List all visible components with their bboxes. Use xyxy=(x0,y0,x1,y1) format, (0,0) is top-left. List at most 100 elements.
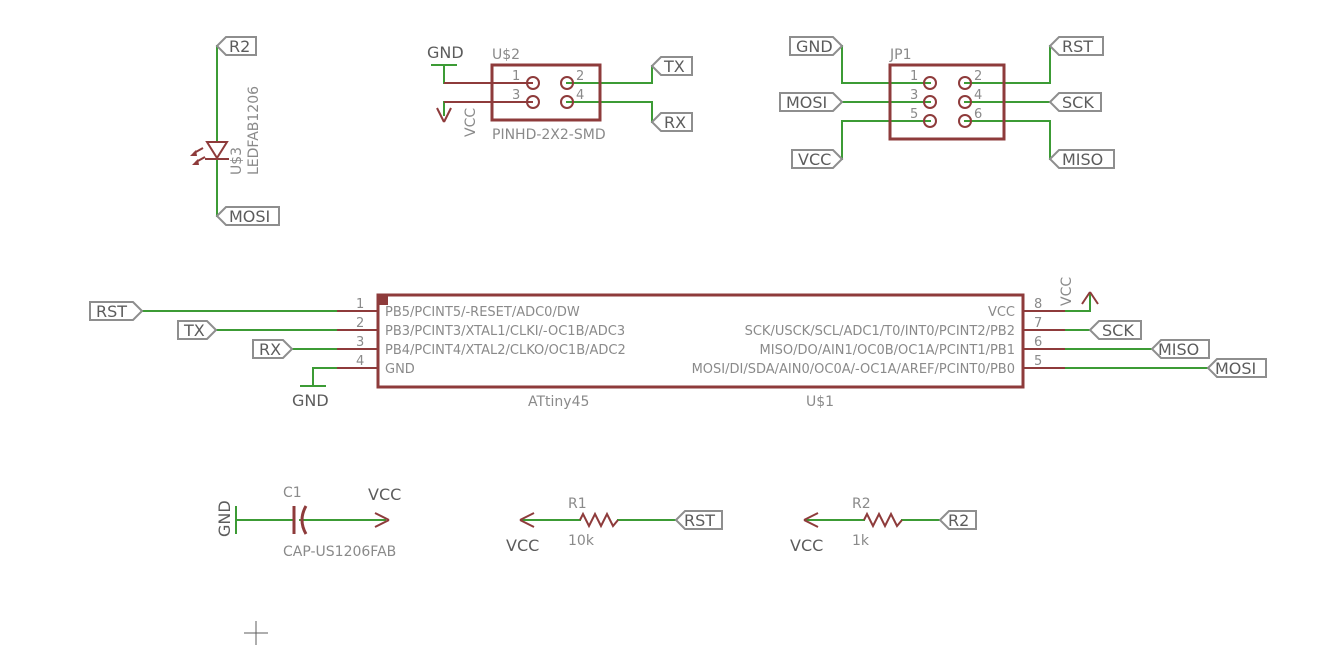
vcc-symbol-r1: VCC xyxy=(506,512,539,555)
led-arrow-2 xyxy=(192,159,199,165)
mcu-u1[interactable]: 1 2 3 4 PB5/PCINT5/-RESET/ADC0/DW PB3/PC… xyxy=(141,293,1209,410)
net-label-mosi-mcu-text: MOSI xyxy=(1215,359,1256,378)
net-label-sck-jp[interactable]: SCK xyxy=(1048,92,1102,112)
u2-pin-1: 1 xyxy=(512,69,520,84)
net-label-rx-u2[interactable]: RX xyxy=(650,112,693,132)
net-label-tx-u2[interactable]: TX xyxy=(650,56,693,76)
mcu-pin-num-3: 3 xyxy=(356,335,364,350)
net-label-miso-jp-text: MISO xyxy=(1062,150,1103,169)
mcu-name: U$1 xyxy=(806,394,834,410)
gnd-symbol-mcu: GND xyxy=(292,391,329,410)
net-label-miso-mcu-text: MISO xyxy=(1158,340,1199,359)
c1-value: CAP-US1206FAB xyxy=(283,544,396,560)
jp1-pin-5: 5 xyxy=(910,107,918,122)
mcu-pin-num-4: 4 xyxy=(356,354,364,369)
mcu-pin-num-6: 6 xyxy=(1034,335,1042,350)
net-label-rst-r1[interactable]: RST xyxy=(674,510,723,530)
u2-body xyxy=(490,63,602,122)
resistor-r1[interactable]: R1 10k xyxy=(520,496,677,549)
led-triangle xyxy=(205,141,229,160)
mcu-pin-name-8: VCC xyxy=(988,305,1015,320)
mcu-pin1-marker xyxy=(378,295,388,305)
net-label-rx-u2-text: RX xyxy=(664,113,686,132)
vcc-label-u2: VCC xyxy=(463,108,479,137)
net-label-tx-mcu[interactable]: TX xyxy=(177,320,218,340)
net-label-rst-mcu[interactable]: RST xyxy=(89,301,144,321)
vcc-label-mcu: VCC xyxy=(1059,277,1075,306)
gnd-label-u2: GND xyxy=(427,43,464,62)
mcu-pin-num-5: 5 xyxy=(1034,354,1042,369)
vcc-symbol-mcu: VCC xyxy=(1059,277,1099,306)
net-label-mosi-jp-text: MOSI xyxy=(786,93,827,112)
net-label-r2-r2[interactable]: R2 xyxy=(938,510,977,530)
net-label-sck-mcu[interactable]: SCK xyxy=(1088,320,1142,340)
net-label-mosi-mcu[interactable]: MOSI xyxy=(1206,358,1267,378)
jp1-pin-6: 6 xyxy=(974,107,982,122)
net-label-sck-jp-text: SCK xyxy=(1062,93,1094,112)
net-label-r2-top[interactable]: R2 xyxy=(215,36,257,56)
net-label-mosi-led-text: MOSI xyxy=(229,207,270,226)
net-label-gnd-jp[interactable]: GND xyxy=(789,36,844,56)
led-value: LEDFAB1206 xyxy=(246,86,262,175)
net-label-rx-mcu-text: RX xyxy=(259,340,281,359)
net-label-sck-mcu-text: SCK xyxy=(1102,321,1134,340)
u2-pin-2: 2 xyxy=(576,69,584,84)
vcc-label-c1: VCC xyxy=(368,485,401,504)
net-label-mosi-jp[interactable]: MOSI xyxy=(779,92,844,112)
net-label-rst-mcu-text: RST xyxy=(96,302,127,321)
header-jp1[interactable]: 1 2 3 4 5 6 JP1 xyxy=(841,45,1051,160)
mcu-pin-name-4: GND xyxy=(385,362,415,377)
mcu-pin-name-2: PB3/PCINT3/XTAL1/CLKI/-OC1B/ADC3 xyxy=(385,324,625,339)
vcc-symbol-c1: VCC xyxy=(368,485,401,528)
net-label-vcc-jp[interactable]: VCC xyxy=(791,149,844,169)
net-label-tx-u2-text: TX xyxy=(663,57,685,76)
led-u3[interactable]: U$3 LEDFAB1206 xyxy=(190,45,262,217)
led-name: U$3 xyxy=(229,147,245,175)
net-label-vcc-jp-text: VCC xyxy=(798,150,831,169)
mcu-pin-name-6: MISO/DO/AIN1/OC0B/OC1A/PCINT1/PB1 xyxy=(760,343,1015,358)
net-label-rx-mcu[interactable]: RX xyxy=(252,339,294,359)
vcc-label-r2: VCC xyxy=(790,536,823,555)
r1-value: 10k xyxy=(568,533,595,549)
header-u2[interactable]: 1 2 3 4 U$2 PINHD-2X2-SMD xyxy=(443,47,653,143)
net-label-gnd-jp-text: GND xyxy=(796,37,833,56)
net-label-miso-jp[interactable]: MISO xyxy=(1048,149,1115,169)
net-label-rst-jp-text: RST xyxy=(1062,37,1093,56)
net-label-rst-r1-text: RST xyxy=(684,511,715,530)
net-label-rst-jp[interactable]: RST xyxy=(1048,36,1104,56)
vcc-label-r1: VCC xyxy=(506,536,539,555)
gnd-symbol-u2: GND xyxy=(427,43,464,66)
led-arrow-1 xyxy=(190,150,197,156)
r2-value: 1k xyxy=(852,533,870,549)
net-label-mosi-led[interactable]: MOSI xyxy=(215,206,280,226)
jp1-pin-1: 1 xyxy=(910,69,918,84)
u2-pin-4: 4 xyxy=(576,88,584,103)
u2-value: PINHD-2X2-SMD xyxy=(492,127,606,143)
net-label-tx-mcu-text: TX xyxy=(183,321,205,340)
mcu-body xyxy=(376,293,1025,389)
jp1-pin-3: 3 xyxy=(910,88,918,103)
r2-name: R2 xyxy=(852,496,871,512)
u2-name: U$2 xyxy=(492,47,520,63)
mcu-pin-num-1: 1 xyxy=(356,297,364,312)
net-label-r2-top-text: R2 xyxy=(229,37,250,56)
jp1-pin-2: 2 xyxy=(974,69,982,84)
capacitor-c1[interactable]: C1 CAP-US1206FAB xyxy=(235,485,396,560)
gnd-symbol-c1: GND xyxy=(215,500,237,537)
net-label-miso-mcu[interactable]: MISO xyxy=(1150,339,1210,359)
u2-pin-3: 3 xyxy=(512,88,520,103)
resistor-r2[interactable]: R2 1k xyxy=(804,496,941,549)
gnd-label-mcu: GND xyxy=(292,391,329,410)
mcu-pin-name-3: PB4/PCINT4/XTAL2/CLKO/OC1B/ADC2 xyxy=(385,343,626,358)
mcu-pin-name-7: SCK/USCK/SCL/ADC1/T0/INT0/PCINT2/PB2 xyxy=(745,324,1015,339)
r1-name: R1 xyxy=(568,496,587,512)
mcu-pin-name-5: MOSI/DI/SDA/AIN0/OC0A/-OC1A/AREF/PCINT0/… xyxy=(692,362,1015,377)
jp1-body xyxy=(888,63,1006,141)
mcu-pin-num-7: 7 xyxy=(1034,316,1042,331)
jp1-name: JP1 xyxy=(889,47,911,63)
mcu-pin-name-1: PB5/PCINT5/-RESET/ADC0/DW xyxy=(385,305,580,320)
c1-name: C1 xyxy=(283,485,302,501)
vcc-symbol-r2: VCC xyxy=(790,512,823,555)
origin-cross-icon xyxy=(244,621,268,645)
